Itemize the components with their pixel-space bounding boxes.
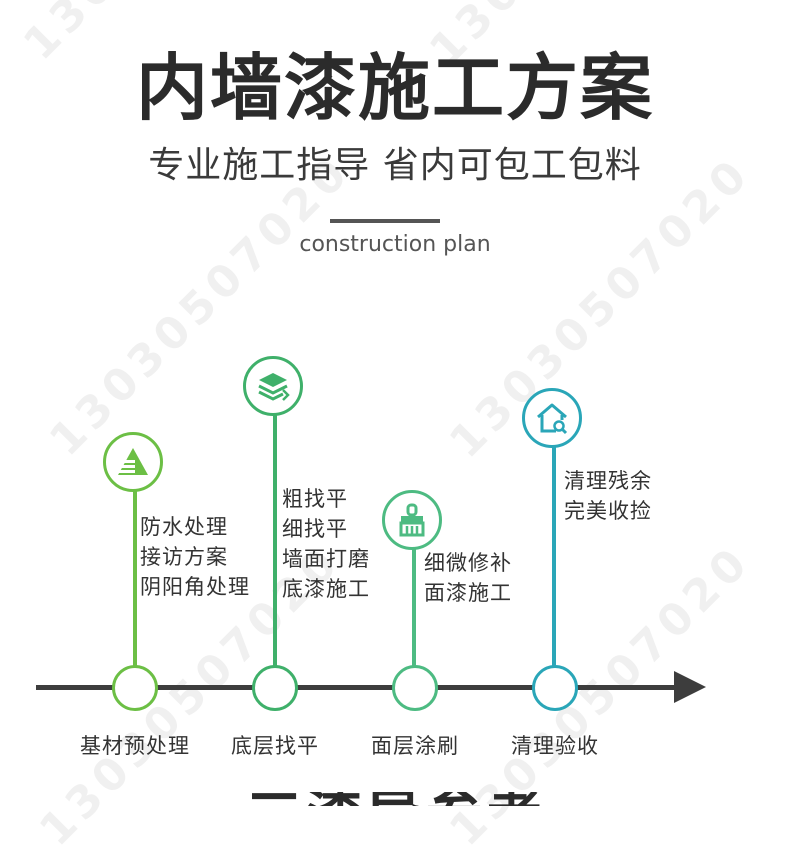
layers-triangle-icon	[118, 448, 148, 475]
page-title: 内墙漆施工方案	[135, 46, 654, 130]
step-label: 基材预处理	[80, 734, 190, 758]
step-detail: 墙面打磨	[282, 547, 370, 571]
step-detail: 面漆施工	[424, 581, 512, 605]
paint-brush-icon	[399, 503, 425, 537]
house-search-icon	[537, 403, 568, 435]
step-details: 清理残余 完美收捡	[564, 466, 652, 526]
next-section-title-text: 三漆导参考	[246, 792, 546, 806]
step-detail: 防水处理	[140, 515, 228, 539]
step-icon-badge	[103, 432, 163, 492]
step-detail: 完美收捡	[564, 499, 652, 523]
timeline-node	[532, 665, 578, 711]
step-icon-badge	[522, 388, 582, 448]
step-icon-badge	[382, 490, 442, 550]
watermark: 13030507020	[40, 145, 361, 467]
step-details: 防水处理 接访方案 阴阳角处理	[140, 512, 250, 602]
step-detail: 粗找平	[282, 487, 348, 511]
step-label: 面层涂刷	[371, 734, 459, 758]
step-detail: 底漆施工	[282, 577, 370, 601]
step-detail: 细微修补	[424, 551, 512, 575]
step-icon-badge	[243, 356, 303, 416]
step-stem	[133, 488, 137, 668]
step-detail: 清理残余	[564, 469, 652, 493]
english-subtitle: construction plan	[299, 232, 491, 257]
step-detail: 接访方案	[140, 545, 228, 569]
step-detail: 阴阳角处理	[140, 575, 250, 599]
timeline-node	[112, 665, 158, 711]
timeline-node	[392, 665, 438, 711]
step-detail: 细找平	[282, 517, 348, 541]
step-details: 粗找平 细找平 墙面打磨 底漆施工	[282, 484, 370, 604]
step-stem	[273, 412, 277, 668]
next-section-title: 三漆导参考	[246, 792, 546, 806]
step-stem	[412, 546, 416, 668]
title-divider	[330, 219, 440, 223]
stack-layers-icon	[258, 373, 290, 401]
watermark: 13030507020	[440, 147, 761, 469]
timeline-arrow-icon	[674, 671, 706, 703]
timeline-axis	[36, 685, 680, 690]
step-stem	[552, 444, 556, 668]
step-label: 底层找平	[231, 734, 319, 758]
timeline-node	[252, 665, 298, 711]
page-subtitle: 专业施工指导 省内可包工包料	[148, 145, 642, 186]
step-details: 细微修补 面漆施工	[424, 548, 512, 608]
step-label: 清理验收	[511, 734, 599, 758]
